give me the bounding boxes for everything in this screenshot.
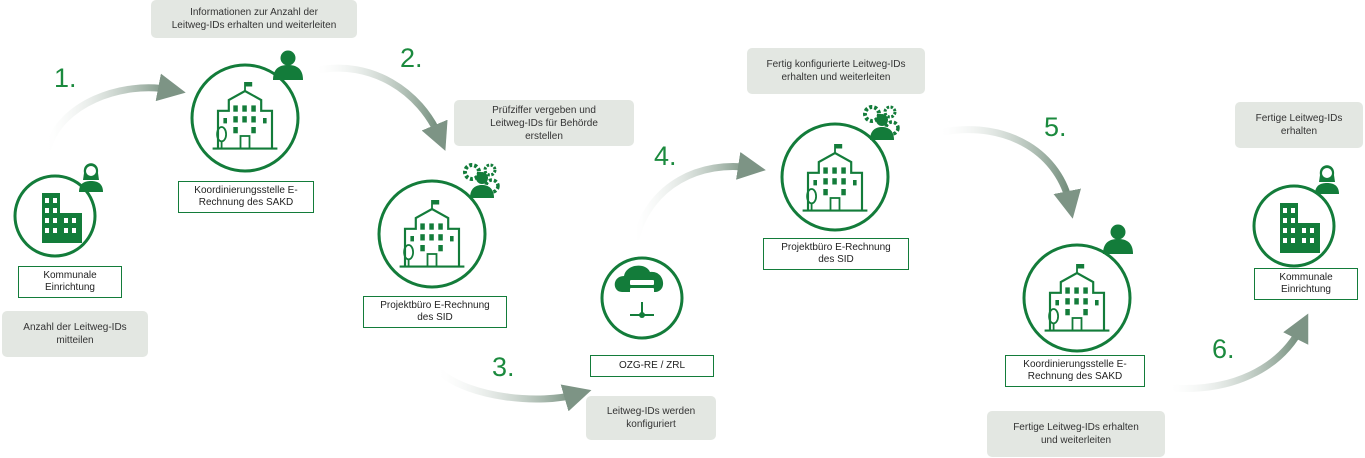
koordinierung-2-node (1022, 224, 1133, 353)
node-label-koordinierung-1: Koordinierungsstelle E- Rechnung des SAK… (178, 181, 314, 213)
note-fertige-erhalten: Fertige Leitweg-IDs erhalten (1235, 102, 1363, 148)
kommunale-end-node (1252, 165, 1339, 268)
woman-icon (1315, 165, 1339, 194)
node-label-projektbuero-2: Projektbüro E-Rechnung des SID (763, 238, 909, 270)
arrow-3 (436, 368, 592, 412)
node-label-ozg: OZG-RE / ZRL (590, 355, 714, 377)
gears-person-icon (863, 105, 900, 142)
person-icon (1103, 224, 1133, 254)
node-label-kommunale-end: Kommunale Einrichtung (1254, 268, 1358, 300)
person-icon (273, 50, 303, 80)
arrow-5 (938, 126, 1081, 219)
gears-person-icon (463, 163, 500, 200)
woman-icon (79, 163, 103, 192)
projektbuero-2-node (780, 105, 900, 232)
arrow-4 (632, 152, 766, 242)
step-number-3: 3. (492, 352, 515, 382)
arrow-2 (314, 64, 448, 151)
step-number-6: 6. (1212, 334, 1235, 364)
note-pruefziffer: Prüfziffer vergeben und Leitweg-IDs für … (454, 100, 634, 146)
arrow-1 (44, 73, 186, 152)
step-number-2: 2. (400, 43, 423, 73)
step-number-5: 5. (1044, 112, 1067, 142)
node-label-projektbuero-1: Projektbüro E-Rechnung des SID (363, 296, 507, 328)
note-fertig-konfiguriert: Fertig konfigurierte Leitweg-IDs erhalte… (747, 48, 925, 94)
projektbuero-1-node (377, 163, 500, 289)
node-label-kommunale-start: Kommunale Einrichtung (18, 266, 122, 298)
note-anzahl-mitteilen: Anzahl der Leitweg-IDs mitteilen (2, 311, 148, 357)
node-label-koordinierung-2: Koordinierungsstelle E- Rechnung des SAK… (1005, 355, 1145, 387)
kommunale-start-node (13, 163, 103, 258)
koordinierung-1-node (190, 50, 303, 173)
note-konfiguriert: Leitweg-IDs werden konfiguriert (586, 396, 716, 440)
step-number-1: 1. (54, 63, 77, 93)
note-info-weiterleiten: Informationen zur Anzahl der Leitweg-IDs… (151, 0, 357, 38)
note-fertige-weiterleiten: Fertige Leitweg-IDs erhalten und weiterl… (987, 411, 1165, 457)
step-number-4: 4. (654, 141, 677, 171)
cloud-server-icon (614, 265, 664, 318)
ozg-node (600, 256, 684, 340)
arrow-6 (1168, 313, 1309, 392)
